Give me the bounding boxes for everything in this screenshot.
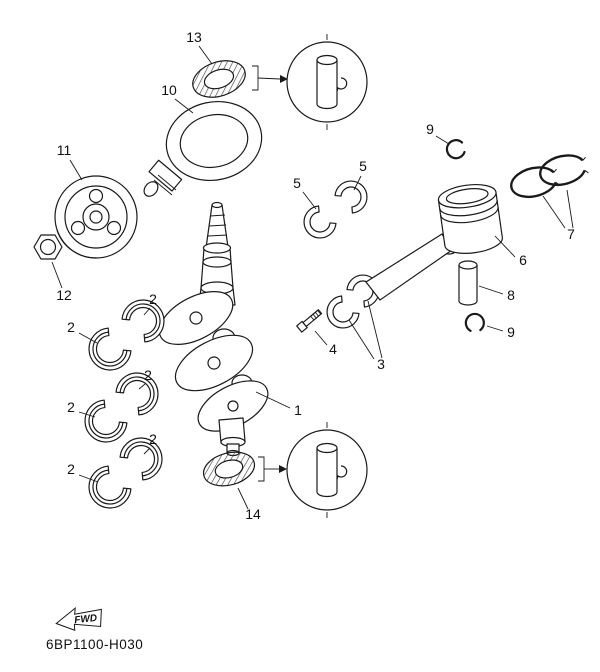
callout-label-11: 11 — [57, 142, 72, 158]
part-10-rod-eye — [143, 100, 263, 197]
callout-label-2-4: 2 — [67, 399, 75, 415]
callout-label-2-5: 2 — [149, 431, 157, 447]
retaining-clip-icon — [336, 465, 348, 480]
fwd-arrow: FWD — [55, 607, 102, 631]
fwd-arrow-label: FWD — [74, 613, 98, 626]
callout-label-5-left: 5 — [293, 175, 301, 191]
detail-pointer-bottom — [258, 456, 287, 482]
detail-view-bottom — [286, 422, 368, 518]
callout-label-5-right: 5 — [359, 158, 367, 174]
detail-pointer-top — [252, 65, 288, 91]
part-9-circlip-top — [445, 139, 466, 160]
part-8-piston-pin — [458, 260, 478, 306]
callout-label-2-1: 2 — [149, 291, 157, 307]
part-1-crankshaft — [158, 201, 269, 457]
callout-label-6: 6 — [519, 252, 527, 268]
part-9-circlip-bottom — [463, 311, 487, 335]
callout-label-13: 13 — [186, 29, 202, 45]
diagram-code: 6BP1100-H030 — [46, 637, 143, 652]
part-2-main-bearing-shells — [75, 290, 174, 518]
callout-label-3: 3 — [377, 356, 385, 372]
part-7-piston-rings — [506, 149, 592, 203]
part-6-piston — [437, 183, 503, 254]
callout-label-4: 4 — [329, 341, 337, 357]
callout-label-2-3: 2 — [144, 367, 152, 383]
callout-label-10: 10 — [161, 82, 177, 98]
detail-view-top — [286, 34, 368, 130]
retaining-clip-icon — [336, 77, 348, 92]
part-3-connecting-rod — [319, 231, 461, 336]
callout-label-7: 7 — [567, 226, 575, 242]
callout-label-14: 14 — [245, 506, 261, 522]
part-5-rod-bearing-shells — [296, 173, 375, 246]
part-4-rod-bolt — [296, 309, 323, 333]
part-14-oil-seal — [202, 451, 256, 487]
callout-label-9-top: 9 — [426, 121, 434, 137]
callout-label-8: 8 — [507, 287, 515, 303]
callout-label-2-2: 2 — [67, 319, 75, 335]
part-11-coupling-drum — [54, 175, 138, 259]
part-13-oil-seal — [192, 60, 246, 98]
callout-labels: 13 10 11 12 9 5 5 7 6 8 9 2 2 2 2 2 2 4 … — [56, 29, 575, 522]
callout-label-2-6: 2 — [67, 461, 75, 477]
callout-label-1: 1 — [294, 402, 302, 418]
leader-lines — [51, 45, 574, 510]
part-12-nut — [33, 234, 63, 260]
callout-label-9-bottom: 9 — [507, 324, 515, 340]
callout-label-12: 12 — [56, 287, 72, 303]
